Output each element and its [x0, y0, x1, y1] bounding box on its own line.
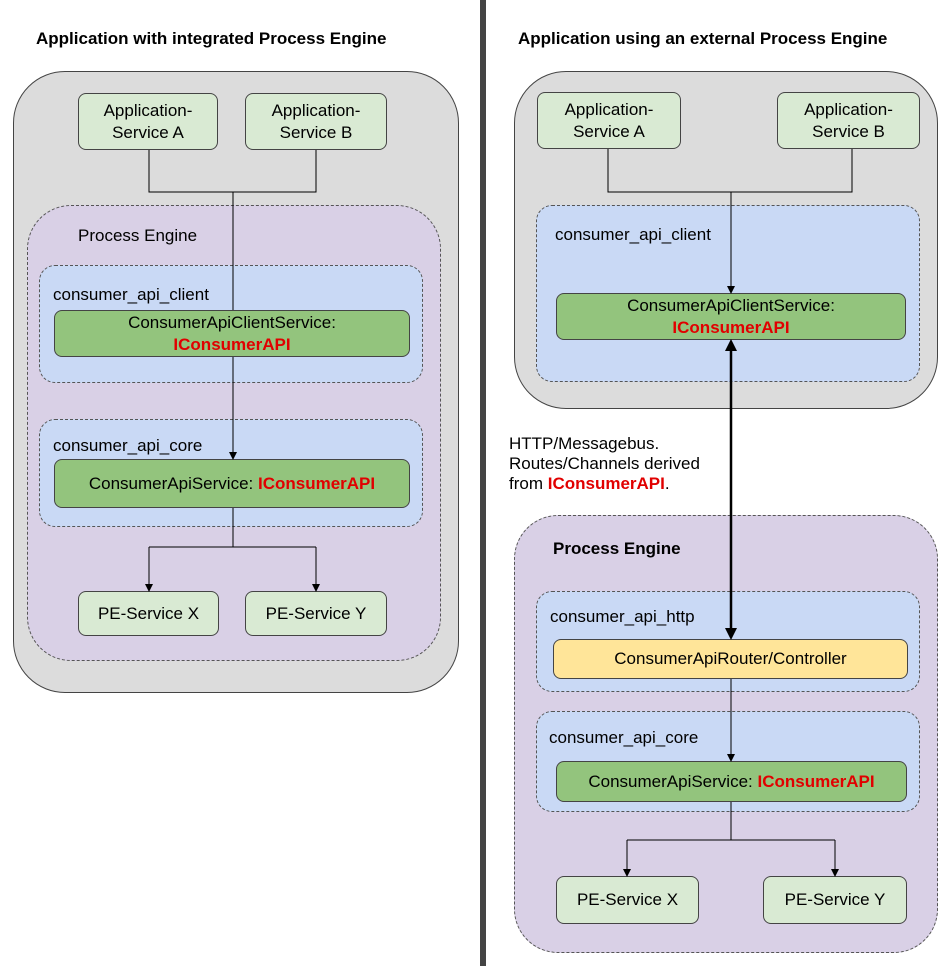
right-process-engine-label: Process Engine [553, 539, 681, 558]
left-connector-apps [148, 150, 317, 193]
left-core-service-name: ConsumerApiService: [88, 473, 258, 493]
left-pe-service-x: PE-Service X [78, 591, 219, 636]
right-consumer-api-client-label: consumer_api_client [555, 225, 711, 244]
left-process-engine-label: Process Engine [78, 226, 198, 245]
transport-line-3-prefix: from [509, 474, 548, 493]
right-consumer-api-http-label: consumer_api_http [550, 607, 695, 626]
left-core-service-interface: IConsumerAPI [257, 473, 376, 493]
left-consumer-api-service: ConsumerApiService: IConsumerAPI [54, 459, 410, 508]
right-client-service-name: ConsumerApiClientService: [627, 295, 835, 315]
right-consumer-api-service: ConsumerApiService: IConsumerAPI [556, 761, 907, 802]
left-connector-core-to-pe [149, 508, 316, 548]
right-pe-service-y: PE-Service Y [763, 876, 907, 924]
right-application-service-a: Application- Service A [537, 92, 681, 149]
right-connector-core-to-pe [627, 802, 835, 841]
left-panel-title: Application with integrated Process Engi… [36, 29, 387, 48]
right-consumer-api-core-label: consumer_api_core [549, 728, 699, 747]
left-application-service-a: Application- Service A [78, 93, 218, 150]
transport-line-3: from IConsumerAPI. [509, 474, 700, 494]
panel-divider [480, 0, 486, 966]
transport-line-2: Routes/Channels derived [509, 454, 700, 473]
right-pe-service-x: PE-Service X [556, 876, 699, 924]
right-application-service-b: Application- Service B [777, 92, 920, 149]
left-consumer-api-client-label: consumer_api_client [53, 285, 209, 304]
transport-line-1: HTTP/Messagebus. [509, 434, 660, 453]
left-application-service-b: Application- Service B [245, 93, 387, 150]
right-consumer-api-client-service: ConsumerApiClientService: IConsumerAPI [556, 293, 906, 340]
right-core-service-interface: IConsumerAPI [757, 771, 875, 791]
left-consumer-api-client-service: ConsumerApiClientService: IConsumerAPI [54, 310, 410, 357]
left-client-service-name: ConsumerApiClientService: [128, 312, 336, 332]
right-connector-apps [607, 149, 853, 193]
left-consumer-api-core-label: consumer_api_core [53, 436, 203, 455]
right-client-service-interface: IConsumerAPI [672, 317, 790, 337]
right-panel-title: Application using an external Process En… [518, 29, 888, 48]
left-client-service-interface: IConsumerAPI [173, 334, 291, 354]
transport-annotation: HTTP/Messagebus. Routes/Channels derived… [509, 434, 700, 494]
transport-interface: IConsumerAPI [547, 474, 665, 493]
consumer-api-router-controller: ConsumerApiRouter/Controller [553, 639, 908, 679]
transport-suffix: . [664, 474, 670, 493]
right-core-service-name: ConsumerApiService: [588, 771, 758, 791]
